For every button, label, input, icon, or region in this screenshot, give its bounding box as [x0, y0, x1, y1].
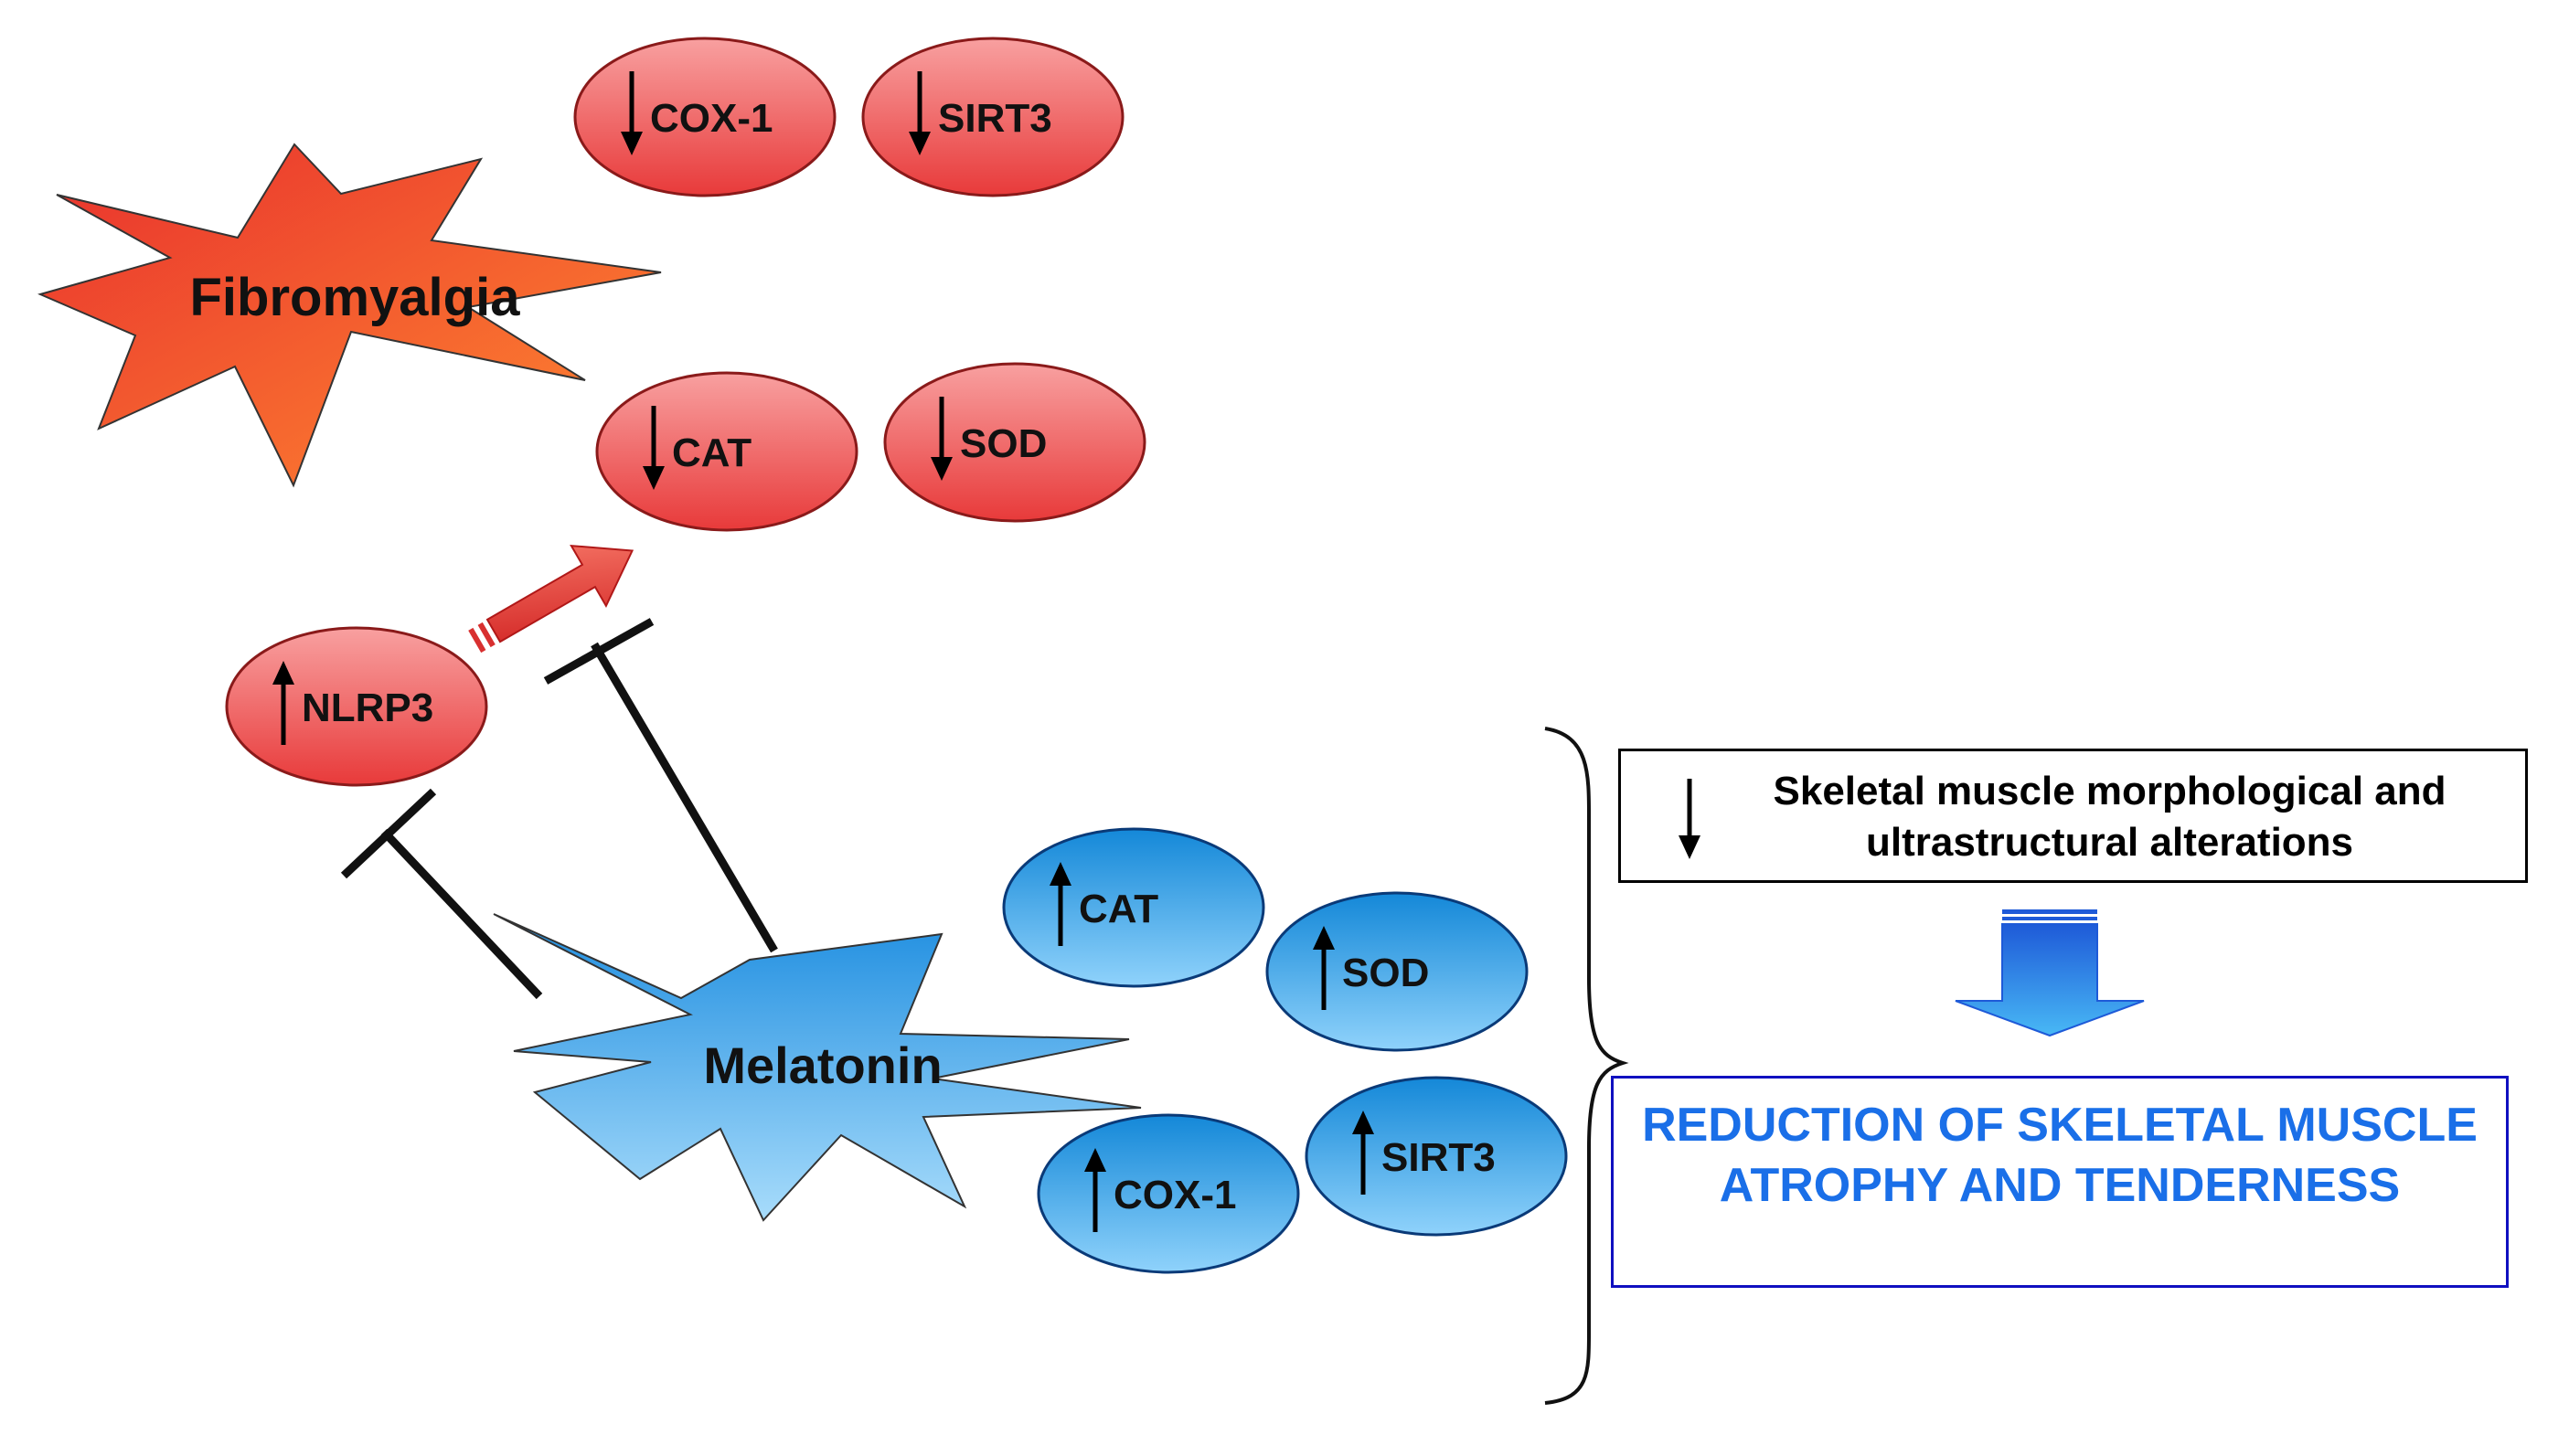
- inhibition-line-arrow: [591, 642, 778, 953]
- down-arrow-icon: [909, 71, 931, 155]
- marker-ellipse: [1305, 1076, 1568, 1237]
- alterations-box: Skeletal muscle morphological and ultras…: [1618, 749, 2528, 883]
- marker-label: CAT: [672, 430, 752, 475]
- melatonin-label: Melatonin: [703, 1036, 942, 1094]
- marker-label: SIRT3: [938, 96, 1052, 141]
- inhibition-lines: [340, 618, 778, 1000]
- marker-ellipse: [1037, 1113, 1300, 1274]
- fibromyalgia-label: Fibromyalgia: [190, 268, 521, 327]
- melatonin-markers: CAT SOD COX-1 SIRT3: [1002, 827, 1568, 1274]
- down-arrow-icon: [643, 406, 665, 490]
- outcome-brace: [1544, 727, 1629, 1405]
- inhibition-line-nlrp3: [380, 828, 543, 1000]
- result-text: REDUCTION OF SKELETAL MUSCLE ATROPHY AND…: [1642, 1099, 2478, 1212]
- marker-ellipse: [1002, 827, 1265, 988]
- marker-ellipse: [883, 362, 1146, 523]
- up-arrow-icon: [1050, 862, 1071, 946]
- up-arrow-icon: [1084, 1148, 1106, 1232]
- marker-label: NLRP3: [302, 685, 433, 730]
- marker-label: SOD: [1342, 951, 1429, 995]
- alterations-text: Skeletal muscle morphological and ultras…: [1773, 769, 2446, 865]
- marker-ellipse: [595, 371, 858, 532]
- up-arrow-icon: [1352, 1111, 1374, 1195]
- marker-up-cat: CAT: [1002, 827, 1265, 988]
- melatonin-burst: Melatonin: [493, 913, 1142, 1222]
- marker-label: SIRT3: [1381, 1135, 1496, 1180]
- up-arrow-icon: [272, 661, 294, 745]
- marker-label: COX-1: [1114, 1173, 1236, 1217]
- marker-label: COX-1: [650, 96, 773, 141]
- up-arrow-icon: [1313, 926, 1335, 1010]
- inhibition-bar-nlrp3: [340, 788, 437, 879]
- down-arrow-icon: [931, 397, 953, 481]
- marker-up-sirt3: SIRT3: [1305, 1076, 1568, 1237]
- marker-ellipse: [861, 37, 1125, 197]
- marker-down-cox-1: COX-1: [573, 37, 837, 197]
- down-arrow-icon: [1679, 779, 1700, 859]
- marker-label: CAT: [1079, 887, 1158, 931]
- marker-up-cox-1: COX-1: [1037, 1113, 1300, 1274]
- big-down-arrow: [1955, 909, 2145, 1037]
- marker-ellipse: [573, 37, 837, 197]
- marker-ellipse: [225, 626, 488, 787]
- nlrp3-activation-arrow: [468, 544, 634, 654]
- fibromyalgia-burst: Fibromyalgia: [37, 143, 662, 488]
- marker-down-cat: CAT: [595, 371, 858, 532]
- marker-up-sod: SOD: [1265, 891, 1529, 1052]
- marker-ellipse: [1265, 891, 1529, 1052]
- result-box: REDUCTION OF SKELETAL MUSCLE ATROPHY AND…: [1611, 1076, 2509, 1288]
- marker-down-sirt3: SIRT3: [861, 37, 1125, 197]
- marker-label: SOD: [960, 421, 1047, 466]
- down-arrow-icon: [621, 71, 643, 155]
- inhibition-bar-arrow: [543, 618, 655, 685]
- marker-up-nlrp3: NLRP3: [225, 626, 488, 787]
- marker-down-sod: SOD: [883, 362, 1146, 523]
